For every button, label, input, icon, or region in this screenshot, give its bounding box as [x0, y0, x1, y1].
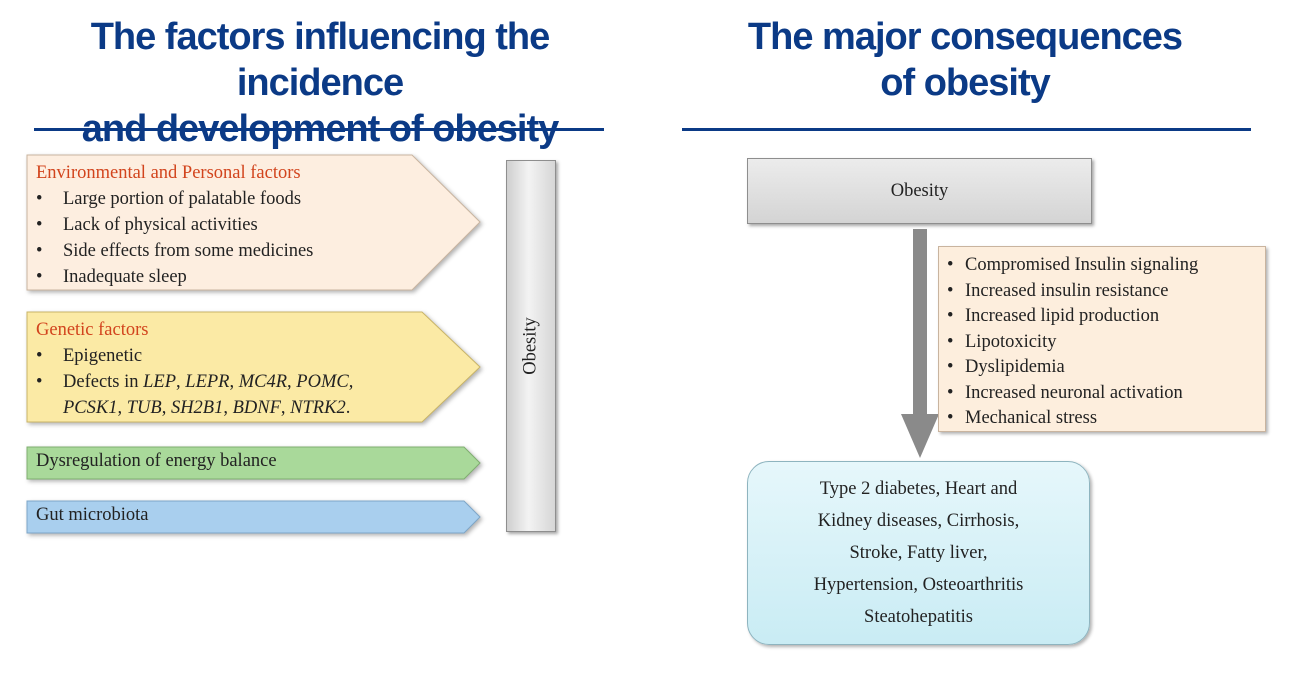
- gene-name: PCSK1: [63, 398, 118, 418]
- environmental-factor-item: Lack of physical activities: [36, 212, 402, 238]
- gene-separator: ,: [117, 398, 127, 418]
- gene-name: BDNF: [232, 398, 281, 418]
- gut-microbiota-label: Gut microbiota: [36, 505, 149, 525]
- mechanism-item: Increased neuronal activation: [947, 381, 1257, 407]
- right-heading: The major consequences of obesity: [665, 14, 1265, 106]
- outcomes-box: Type 2 diabetes, Heart and Kidney diseas…: [747, 461, 1090, 645]
- mechanism-item: Mechanical stress: [947, 406, 1257, 432]
- mechanism-item: Dyslipidemia: [947, 355, 1257, 381]
- genetic-factors-content: Genetic factors Epigenetic Defects in LE…: [36, 317, 402, 421]
- environmental-factor-item: Inadequate sleep: [36, 264, 402, 290]
- mechanism-item: Compromised Insulin signaling: [947, 253, 1257, 279]
- obesity-vertical-label: Obesity: [520, 317, 541, 375]
- genetic-factors-list: Epigenetic Defects in LEP, LEPR, MC4R, P…: [36, 343, 402, 421]
- outcome-line: Kidney diseases, Cirrhosis,: [817, 511, 1020, 531]
- mechanism-item: Lipotoxicity: [947, 330, 1257, 356]
- gene-name: LEPR: [185, 372, 230, 392]
- outcome-line: Stroke, Fatty liver,: [849, 543, 988, 563]
- gene-separator: ,: [348, 372, 354, 392]
- environmental-factors-content: Environmental and Personal factors Large…: [36, 160, 402, 290]
- gene-separator: ,: [280, 398, 291, 418]
- energy-balance-arrow: Dysregulation of energy balance: [26, 446, 482, 480]
- gene-list-end: .: [345, 398, 351, 418]
- obesity-vertical-bar: Obesity: [506, 160, 556, 532]
- gene-name: SH2B1: [170, 398, 224, 418]
- genetic-factors-title: Genetic factors: [36, 320, 149, 340]
- left-heading: The factors influencing the incidence an…: [20, 14, 620, 152]
- mechanisms-box: Compromised Insulin signaling Increased …: [938, 246, 1266, 432]
- gene-name: TUB: [126, 398, 162, 418]
- gene-name: MC4R: [238, 372, 288, 392]
- gene-separator: ,: [287, 372, 297, 392]
- environmental-factors-list: Large portion of palatable foods Lack of…: [36, 186, 402, 290]
- environmental-factors-arrow: Environmental and Personal factors Large…: [26, 154, 482, 292]
- gut-microbiota-arrow: Gut microbiota: [26, 500, 482, 534]
- gene-separator: ,: [223, 398, 233, 418]
- outcome-line: Type 2 diabetes, Heart and: [819, 479, 1018, 499]
- mechanism-item: Increased lipid production: [947, 304, 1257, 330]
- right-heading-rule: [682, 128, 1251, 131]
- energy-arrow-shape: [26, 446, 481, 480]
- right-heading-line-1: The major consequences: [747, 16, 1183, 58]
- environmental-factor-item: Large portion of palatable foods: [36, 186, 402, 212]
- mechanism-item: Increased insulin resistance: [947, 279, 1257, 305]
- genetic-factor-item: Epigenetic: [36, 343, 402, 369]
- gene-name: POMC: [296, 372, 349, 392]
- microbiota-arrow-shape: [26, 500, 481, 534]
- obesity-box-label: Obesity: [890, 180, 949, 201]
- defects-prefix: Defects in: [63, 372, 144, 392]
- right-heading-line-2: of obesity: [880, 62, 1050, 104]
- mechanisms-list: Compromised Insulin signaling Increased …: [947, 253, 1257, 432]
- gene-separator: ,: [176, 372, 186, 392]
- left-heading-rule: [34, 128, 604, 131]
- gene-separator: ,: [161, 398, 171, 418]
- genetic-factors-arrow: Genetic factors Epigenetic Defects in LE…: [26, 311, 482, 424]
- gene-name: NTRK2: [290, 398, 346, 418]
- outcome-line: Hypertension, Osteoarthritis: [813, 575, 1024, 595]
- environmental-factors-title: Environmental and Personal factors: [36, 163, 301, 183]
- outcome-line: Steatohepatitis: [864, 607, 973, 627]
- down-arrow: [901, 229, 939, 458]
- environmental-factor-item: Side effects from some medicines: [36, 238, 402, 264]
- left-heading-line-1: The factors influencing the incidence: [90, 16, 551, 104]
- genetic-factor-item: Defects in LEP, LEPR, MC4R, POMC, PCSK1,…: [36, 369, 402, 421]
- obesity-box: Obesity: [747, 158, 1092, 224]
- gene-separator: ,: [229, 372, 239, 392]
- gene-name: LEP: [143, 372, 177, 392]
- energy-balance-label: Dysregulation of energy balance: [36, 451, 277, 471]
